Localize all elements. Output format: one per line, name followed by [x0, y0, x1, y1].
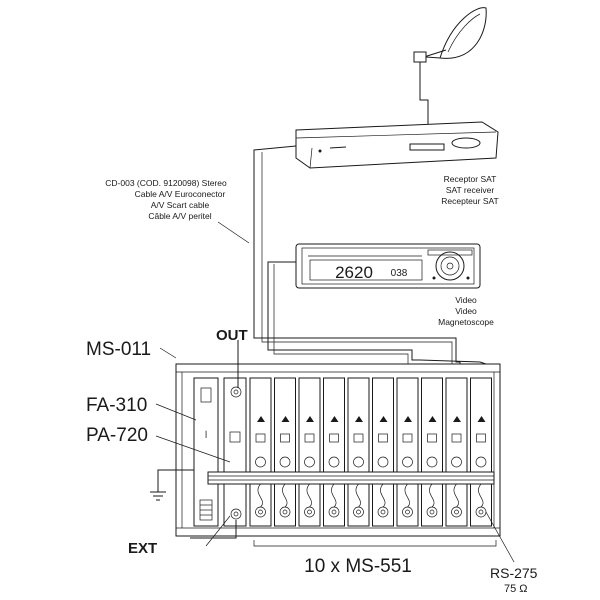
ms551-module: [470, 377, 492, 527]
vcr-display: 2620: [335, 263, 373, 282]
ms551-label: 10 x MS-551: [304, 556, 412, 577]
dish-cable: [419, 62, 429, 128]
sat-receiver-label: Receptor SAT SAT receiver Recepteur SAT: [441, 174, 498, 206]
satellite-dish-icon: [413, 7, 487, 63]
ms551-module: [445, 377, 468, 527]
svg-text:CD-003 (COD. 9120098) Stereo: CD-003 (COD. 9120098) Stereo: [105, 178, 227, 188]
svg-text:SAT receiver: SAT receiver: [446, 185, 495, 195]
ohm-label: 75 Ω: [504, 583, 528, 595]
fa310-module: [223, 377, 247, 527]
ms011-label: MS-011: [86, 339, 151, 360]
fa310-label: FA-310: [86, 395, 147, 416]
out-label: OUT: [216, 327, 248, 344]
ground-icon: [150, 469, 194, 501]
svg-text:Receptor SAT: Receptor SAT: [444, 174, 497, 184]
svg-text:Recepteur SAT: Recepteur SAT: [441, 196, 498, 206]
ext-lead: [190, 520, 237, 539]
sat-receiver: [295, 121, 499, 169]
ext-label: EXT: [128, 540, 157, 557]
ms551-module: [396, 377, 419, 527]
svg-text:Magnetoscope: Magnetoscope: [438, 317, 494, 327]
svg-text:A/V Scart cable: A/V Scart cable: [151, 200, 210, 210]
cable-note: CD-003 (COD. 9120098) Stereo Cable A/V E…: [105, 178, 227, 221]
ms551-module: [347, 377, 370, 527]
ms551-module: [421, 377, 443, 527]
ms551-module: [274, 377, 296, 527]
vcr-channel: 038: [391, 268, 408, 279]
power-supply-module: ꟾ: [193, 377, 219, 527]
ms551-module: [323, 377, 345, 527]
svg-text:Video: Video: [455, 306, 477, 316]
ms551-module: [298, 377, 321, 527]
ms551-modules: [249, 377, 492, 527]
svg-text:Câble A/V peritel: Câble A/V peritel: [148, 211, 211, 221]
vcr: [295, 243, 481, 289]
pa720-label: PA-720: [86, 425, 148, 446]
svg-text:Cable A/V Euroconector: Cable A/V Euroconector: [135, 189, 226, 199]
bus-bar: [207, 471, 495, 485]
ms551-bracket: [253, 540, 497, 547]
rs275-label: RS-275: [490, 565, 538, 581]
svg-text:ꟾ: ꟾ: [205, 430, 207, 440]
ms551-module: [372, 377, 394, 527]
svg-text:Video: Video: [455, 295, 477, 305]
video-label: Video Video Magnetoscope: [438, 295, 494, 327]
ms551-module: [249, 377, 272, 527]
